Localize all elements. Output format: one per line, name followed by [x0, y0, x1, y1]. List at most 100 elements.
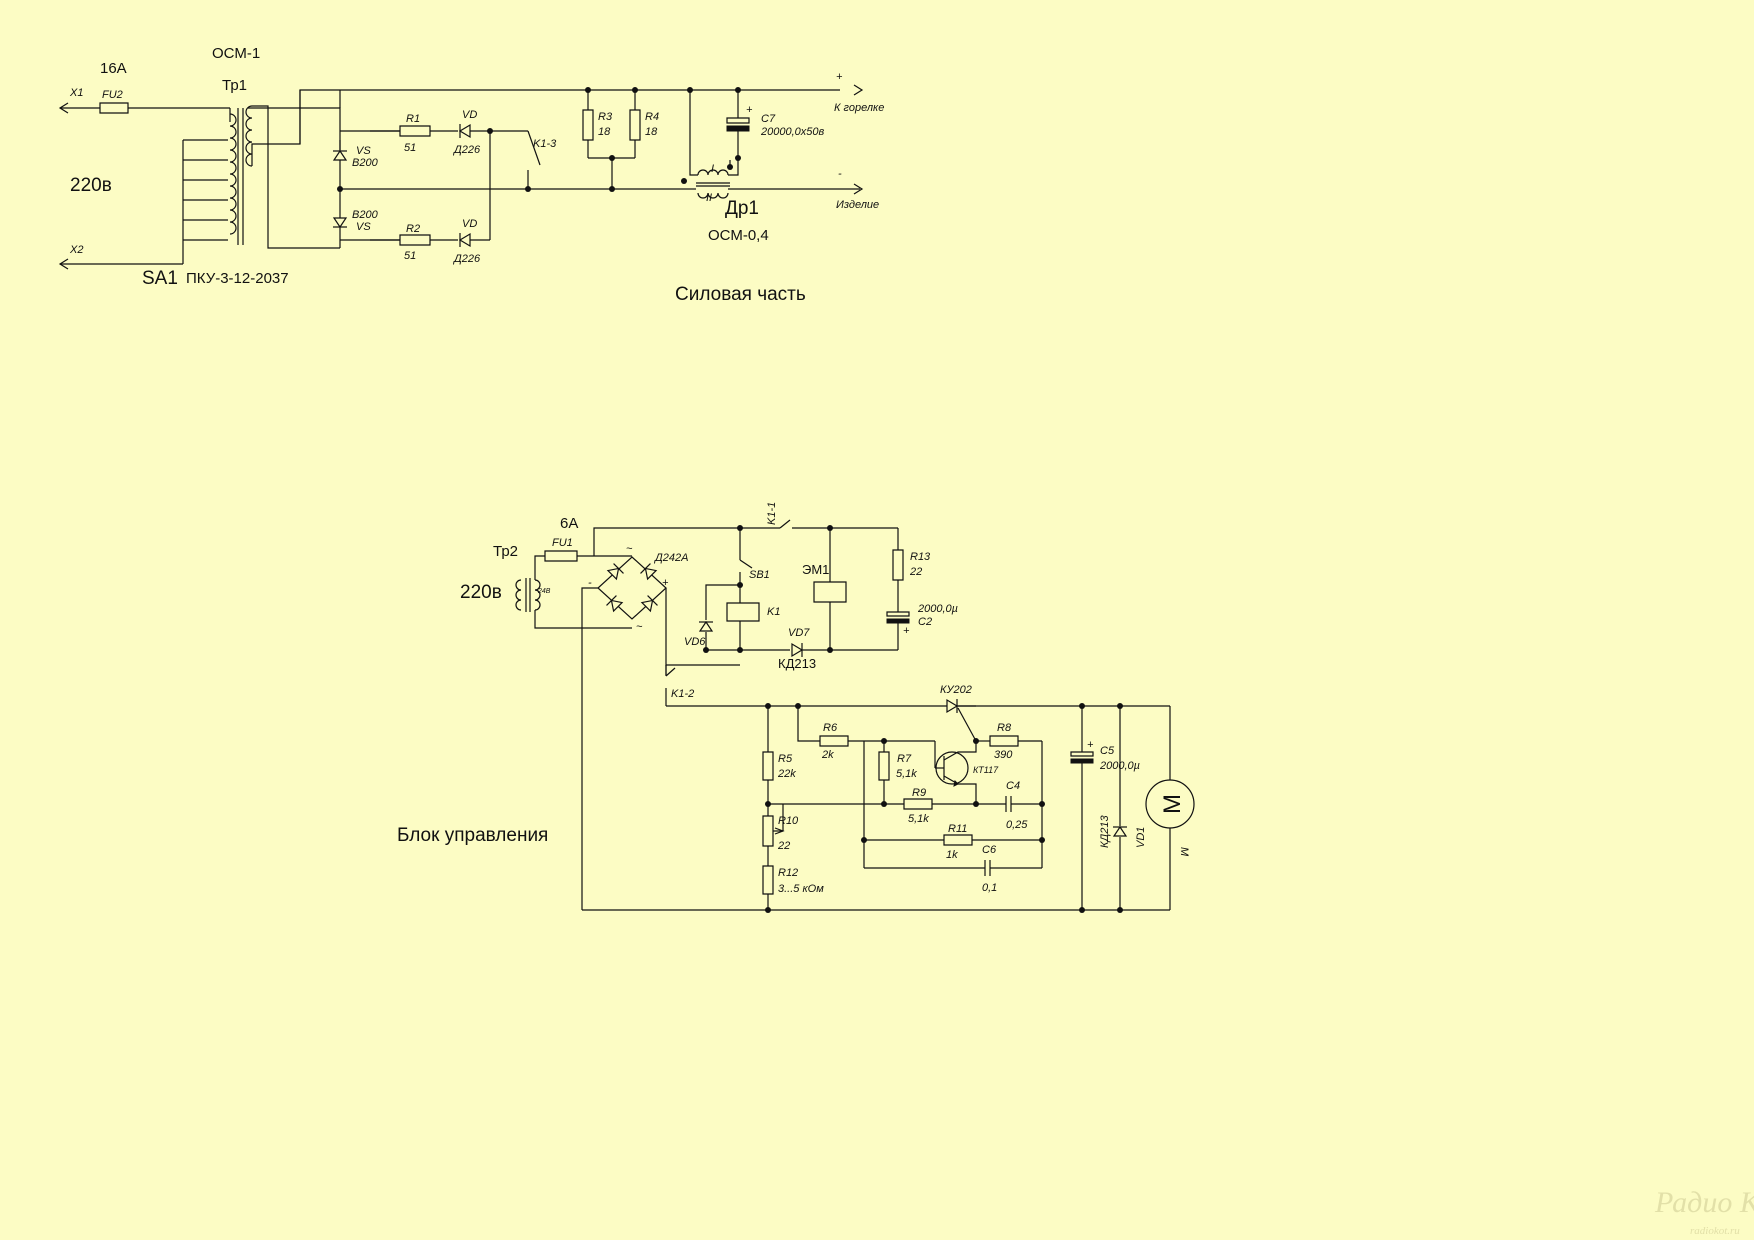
- motor-ref-label: M: [1178, 847, 1190, 857]
- r5-value: 22k: [777, 768, 796, 780]
- control-mains-voltage: 220в: [460, 582, 502, 603]
- resistors-r3-r4: [583, 87, 640, 192]
- vs-top-label: VS: [356, 145, 371, 157]
- vs-bottom-label: VS: [356, 221, 371, 233]
- r2-value: 51: [404, 250, 416, 262]
- r9-label: R9: [912, 787, 926, 799]
- vd-top-label: VD: [462, 109, 477, 121]
- transformer-ref-tr2: Тр2: [493, 543, 518, 560]
- thyristor-ku202: [946, 698, 1123, 913]
- r7-label: R7: [897, 753, 912, 765]
- r8-label: R8: [997, 722, 1012, 734]
- contact-k1-3: [490, 131, 540, 192]
- fuse-ref-fu1: FU1: [552, 537, 573, 549]
- transformer-type-osm1: ОСМ-1: [212, 45, 260, 62]
- transformer-tr1: [230, 106, 340, 248]
- output-minus-sign: -: [838, 168, 842, 180]
- scr-ku202-label: КУ202: [940, 684, 972, 696]
- choke-winding-1: I: [711, 163, 714, 175]
- c5-value: 2000,0µ: [1099, 760, 1140, 772]
- vd7-label: VD7: [788, 627, 810, 639]
- r2-label: R2: [406, 223, 420, 235]
- ujt-kt117-label: КТ117: [973, 765, 999, 775]
- k1-3-label: K1-3: [533, 138, 557, 150]
- output-plus-sign: +: [836, 71, 843, 83]
- fuse-rating-6a: 6A: [560, 515, 578, 532]
- k1-label: K1: [767, 606, 780, 618]
- switch-type-label: ПКУ-3-12-2037: [186, 270, 289, 287]
- watermark-line2: radiokot.ru: [1690, 1225, 1740, 1237]
- transformer-ref-tr1: Тр1: [222, 77, 247, 94]
- r12-value: 3...5 кОм: [778, 883, 824, 895]
- c6-value: 0,1: [982, 882, 997, 894]
- r6-label: R6: [823, 722, 838, 734]
- choke-dr1: [680, 90, 860, 198]
- c7-value: 20000,0x50в: [760, 126, 824, 138]
- fuse-rating-16a: 16A: [100, 60, 127, 77]
- r1-vd-branch: [370, 123, 493, 240]
- c6-label: C6: [982, 844, 997, 856]
- r9-value: 5,1k: [908, 813, 929, 825]
- fuse-ref-fu2: FU2: [102, 89, 123, 101]
- control-section: 6A Тр2 220в 24В FU1 Д242А + - ~ ~ K1-1 S…: [397, 502, 1194, 913]
- c7-plus: +: [746, 104, 753, 116]
- k1-2-label: K1-2: [671, 688, 694, 700]
- bridge-plus: +: [662, 577, 669, 589]
- vd-top-type: Д226: [452, 144, 481, 156]
- r10-value: 22: [777, 840, 790, 852]
- capacitor-c7: [687, 87, 749, 161]
- choke-type-label: ОСМ-0,4: [708, 227, 769, 244]
- c4-value: 0,25: [1006, 819, 1028, 831]
- relay-section: [698, 520, 909, 658]
- c2-plus: +: [903, 625, 910, 637]
- control-section-title: Блок управления: [397, 825, 548, 846]
- diode-vd1: [1112, 706, 1128, 910]
- contact-k1-2: [666, 665, 1170, 706]
- c5-label: C5: [1100, 745, 1115, 757]
- em1-label: ЭМ1: [802, 562, 829, 577]
- vd-bottom-type: Д226: [452, 253, 481, 265]
- thyristor-vs-top: [332, 150, 348, 161]
- fuse-fu2: [100, 103, 128, 113]
- transistor-kt117: [935, 738, 979, 804]
- r11-value: 1k: [946, 849, 958, 861]
- choke-ref-dr1: Др1: [725, 198, 759, 219]
- r3-label: R3: [598, 111, 613, 123]
- c7-label: C7: [761, 113, 776, 125]
- r8-value: 390: [994, 749, 1013, 761]
- secondary-voltage-label: 24В: [537, 588, 551, 595]
- watermark-logo: Радио КОТ radiokot.ru: [1654, 1186, 1754, 1237]
- motor-m: [1146, 706, 1194, 910]
- c4-label: C4: [1006, 780, 1020, 792]
- r11-label: R11: [948, 823, 967, 835]
- r10-label: R10: [778, 815, 799, 827]
- mains-input-wiring: [59, 102, 230, 270]
- bridge-minus: -: [588, 577, 592, 589]
- terminal-x2: X2: [69, 244, 83, 256]
- bridge-ac-top: ~: [626, 543, 633, 555]
- motor-symbol-label: M: [1159, 794, 1186, 814]
- r1-value: 51: [404, 142, 416, 154]
- terminal-x1: X1: [69, 87, 83, 99]
- r12-label: R12: [778, 867, 798, 879]
- vs-bottom-type: В200: [352, 209, 379, 221]
- r4-value: 18: [645, 126, 658, 138]
- r3-value: 18: [598, 126, 611, 138]
- r13-value: 22: [909, 566, 922, 578]
- c5-plus: +: [1087, 739, 1094, 751]
- fuse-fu1: [545, 551, 577, 561]
- power-section: 16A ОСМ-1 Тр1 X1 X2 FU2 220в SA1 ПКУ-3-1…: [59, 45, 884, 305]
- r13-label: R13: [910, 551, 931, 563]
- c2-value: 2000,0µ: [917, 603, 958, 615]
- c2-label: C2: [918, 616, 932, 628]
- output-burner-label: К горелке: [834, 102, 884, 114]
- r4-label: R4: [645, 111, 659, 123]
- switch-label-sa1: SA1: [142, 268, 178, 289]
- choke-winding-2: II: [706, 192, 712, 204]
- control-circuit: [582, 703, 1170, 913]
- output-workpiece-label: Изделие: [836, 199, 879, 211]
- k1-1-label: K1-1: [766, 502, 778, 525]
- power-section-title: Силовая часть: [675, 284, 806, 305]
- r2-vd-branch: [370, 232, 490, 248]
